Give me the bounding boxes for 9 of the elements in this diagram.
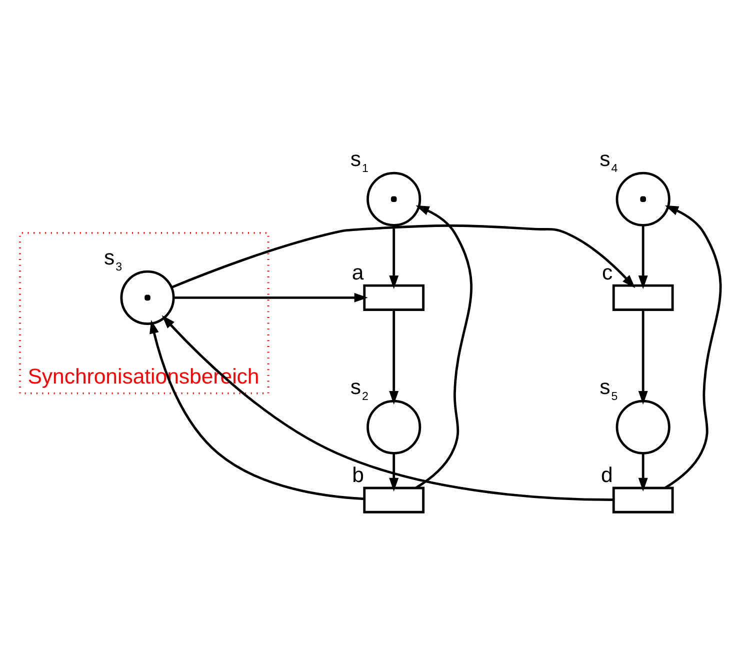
- node-label: s$_{3}$: [104, 244, 122, 273]
- node-label: b: [352, 462, 364, 486]
- node-label: s$_{4}$: [600, 146, 618, 174]
- node-label: s$_{1}$: [350, 146, 368, 174]
- node-label: d: [601, 462, 613, 486]
- node-label: s$_{5}$: [600, 374, 618, 402]
- node-label: c: [602, 260, 613, 284]
- node-label: a: [352, 260, 364, 284]
- node-label: s$_{2}$: [350, 374, 368, 402]
